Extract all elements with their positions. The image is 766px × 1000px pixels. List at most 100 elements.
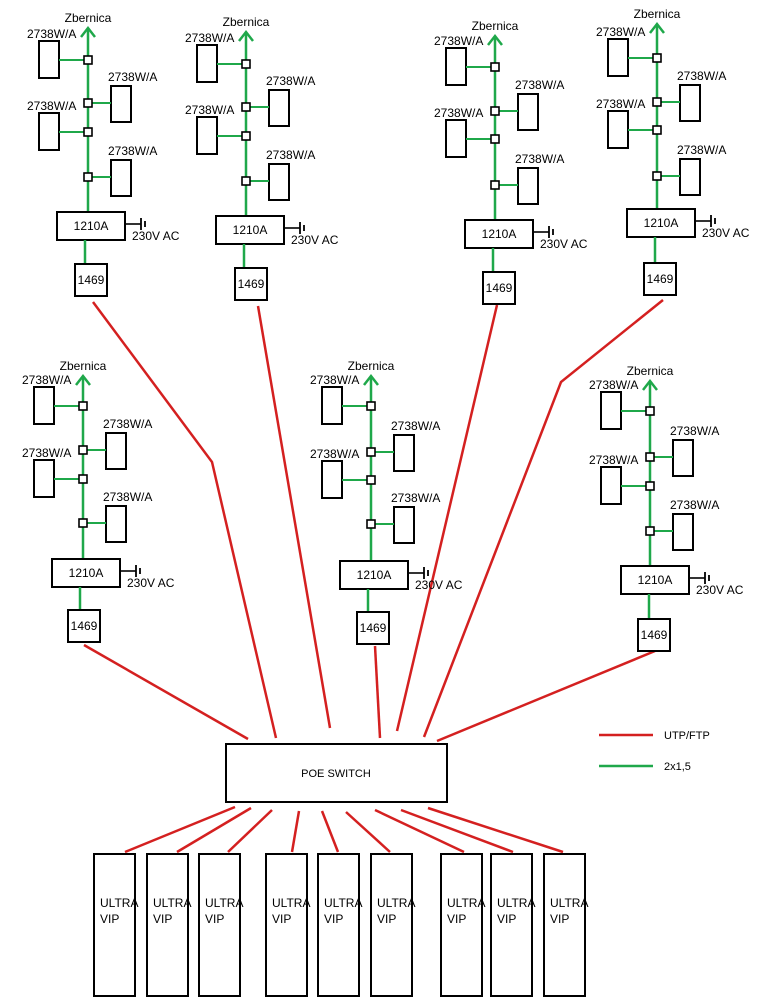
sensor-2738wa[interactable]: 2738W/A [490,78,564,131]
junction-node [490,134,500,144]
junction-node [645,481,655,491]
sensor-2738wa[interactable]: 2738W/A [83,144,157,197]
sensor-2738wa[interactable]: 2738W/A [596,25,662,77]
sensor-2738wa[interactable]: 2738W/A [310,373,376,425]
sensor-2738wa[interactable]: 2738W/A [241,74,315,127]
sensor-2738wa[interactable]: 2738W/A [652,143,726,196]
sensor-2738wa[interactable]: 2738W/A [22,446,88,498]
panel-box [490,853,533,997]
utp-cable [83,643,249,741]
sensor-2738wa[interactable]: 2738W/A [596,97,662,149]
sensor-2738wa[interactable]: 2738W/A [645,424,719,477]
sensor-2738wa[interactable]: 2738W/A [83,70,157,123]
junction-node [490,106,500,116]
power-supply-label: 1210A [74,219,109,233]
power-supply-box [339,560,409,590]
sensor-2738wa[interactable]: 2738W/A [27,27,93,79]
converter-box [67,609,101,643]
sensor-2738wa[interactable]: 2738W/A [645,498,719,551]
sensor-2738wa[interactable]: 2738W/A [434,34,500,86]
converter-1469[interactable]: 1469 [74,263,108,297]
mains-label: 230V AC [702,226,750,240]
sensor-box [517,93,539,131]
sensor-label: 2738W/A [515,152,564,166]
panel-box [146,853,189,997]
sensor-2738wa[interactable]: 2738W/A [310,447,376,499]
sensor-box [33,386,55,425]
converter-1469[interactable]: 1469 [67,609,101,643]
sensor-2738wa[interactable]: 2738W/A [366,491,440,544]
bus-arrow-icon [80,25,96,38]
sensor-label: 2738W/A [27,27,76,41]
bus-arrow-icon [238,29,254,42]
bus-label: Zbernica [472,19,519,33]
panel-label-line1: ULTRA [324,896,362,910]
converter-label: 1469 [486,281,513,295]
ultra-vip-panel[interactable]: ULTRA VIP [440,853,485,997]
sensor-2738wa[interactable]: 2738W/A [78,490,152,543]
sensor-label: 2738W/A [310,447,359,461]
junction-node [241,59,251,69]
converter-1469[interactable]: 1469 [356,611,390,645]
poe-switch-box[interactable] [225,743,448,803]
converter-1469[interactable]: 1469 [234,267,268,301]
junction-node [366,401,376,411]
panel-label-line2: VIP [205,912,224,926]
panel-label-line2: VIP [447,912,466,926]
sensor-label: 2738W/A [434,34,483,48]
sensor-2738wa[interactable]: 2738W/A [185,31,251,83]
junction-node [78,518,88,528]
utp-cable [176,806,252,854]
sensor-2738wa[interactable]: 2738W/A [652,69,726,122]
sensor-2738wa[interactable]: 2738W/A [22,373,88,425]
ultra-vip-panels: ULTRAVIPULTRAVIPULTRAVIPULTRAVIPULTRAVIP… [93,853,588,997]
converter-1469[interactable]: 1469 [482,271,516,305]
bus-label: Zbernica [348,359,395,373]
converter-1469[interactable]: 1469 [637,618,671,652]
sensor-2738wa[interactable]: 2738W/A [366,419,440,472]
sensor-2738wa[interactable]: 2738W/A [589,453,655,505]
sensor-2738wa[interactable]: 2738W/A [434,106,500,158]
sensor-2738wa[interactable]: 2738W/A [78,417,152,470]
panel-box [543,853,586,997]
sensor-2738wa[interactable]: 2738W/A [185,103,251,155]
sensor-box [445,47,467,86]
panel-box [440,853,483,997]
sensor-box [268,89,290,127]
utp-cable [124,805,236,854]
sensor-2738wa[interactable]: 2738W/A [490,152,564,205]
converter-1469[interactable]: 1469 [643,262,677,296]
sensor-box [105,432,127,470]
sensor-box [196,44,218,83]
sensor-2738wa[interactable]: 2738W/A [27,99,93,151]
panel-label-line1: ULTRA [447,896,485,910]
junction-node [83,55,93,65]
panel-box [198,853,241,997]
sensor-label: 2738W/A [185,31,234,45]
converter-box [74,263,108,297]
sensor-2738wa[interactable]: 2738W/A [589,378,655,430]
panel-label-line1: ULTRA [497,896,535,910]
sensor-group-4: Zbernica2738W/A2738W/A2738W/A2738W/A1210… [596,7,750,296]
sensor-label: 2738W/A [22,373,71,387]
sensor-group-2: Zbernica2738W/A2738W/A2738W/A2738W/A1210… [185,15,339,301]
utp-cable [400,808,514,854]
power-supply-label: 1210A [482,227,517,241]
sensor-label: 2738W/A [670,498,719,512]
sensor-2738wa[interactable]: 2738W/A [241,148,315,201]
